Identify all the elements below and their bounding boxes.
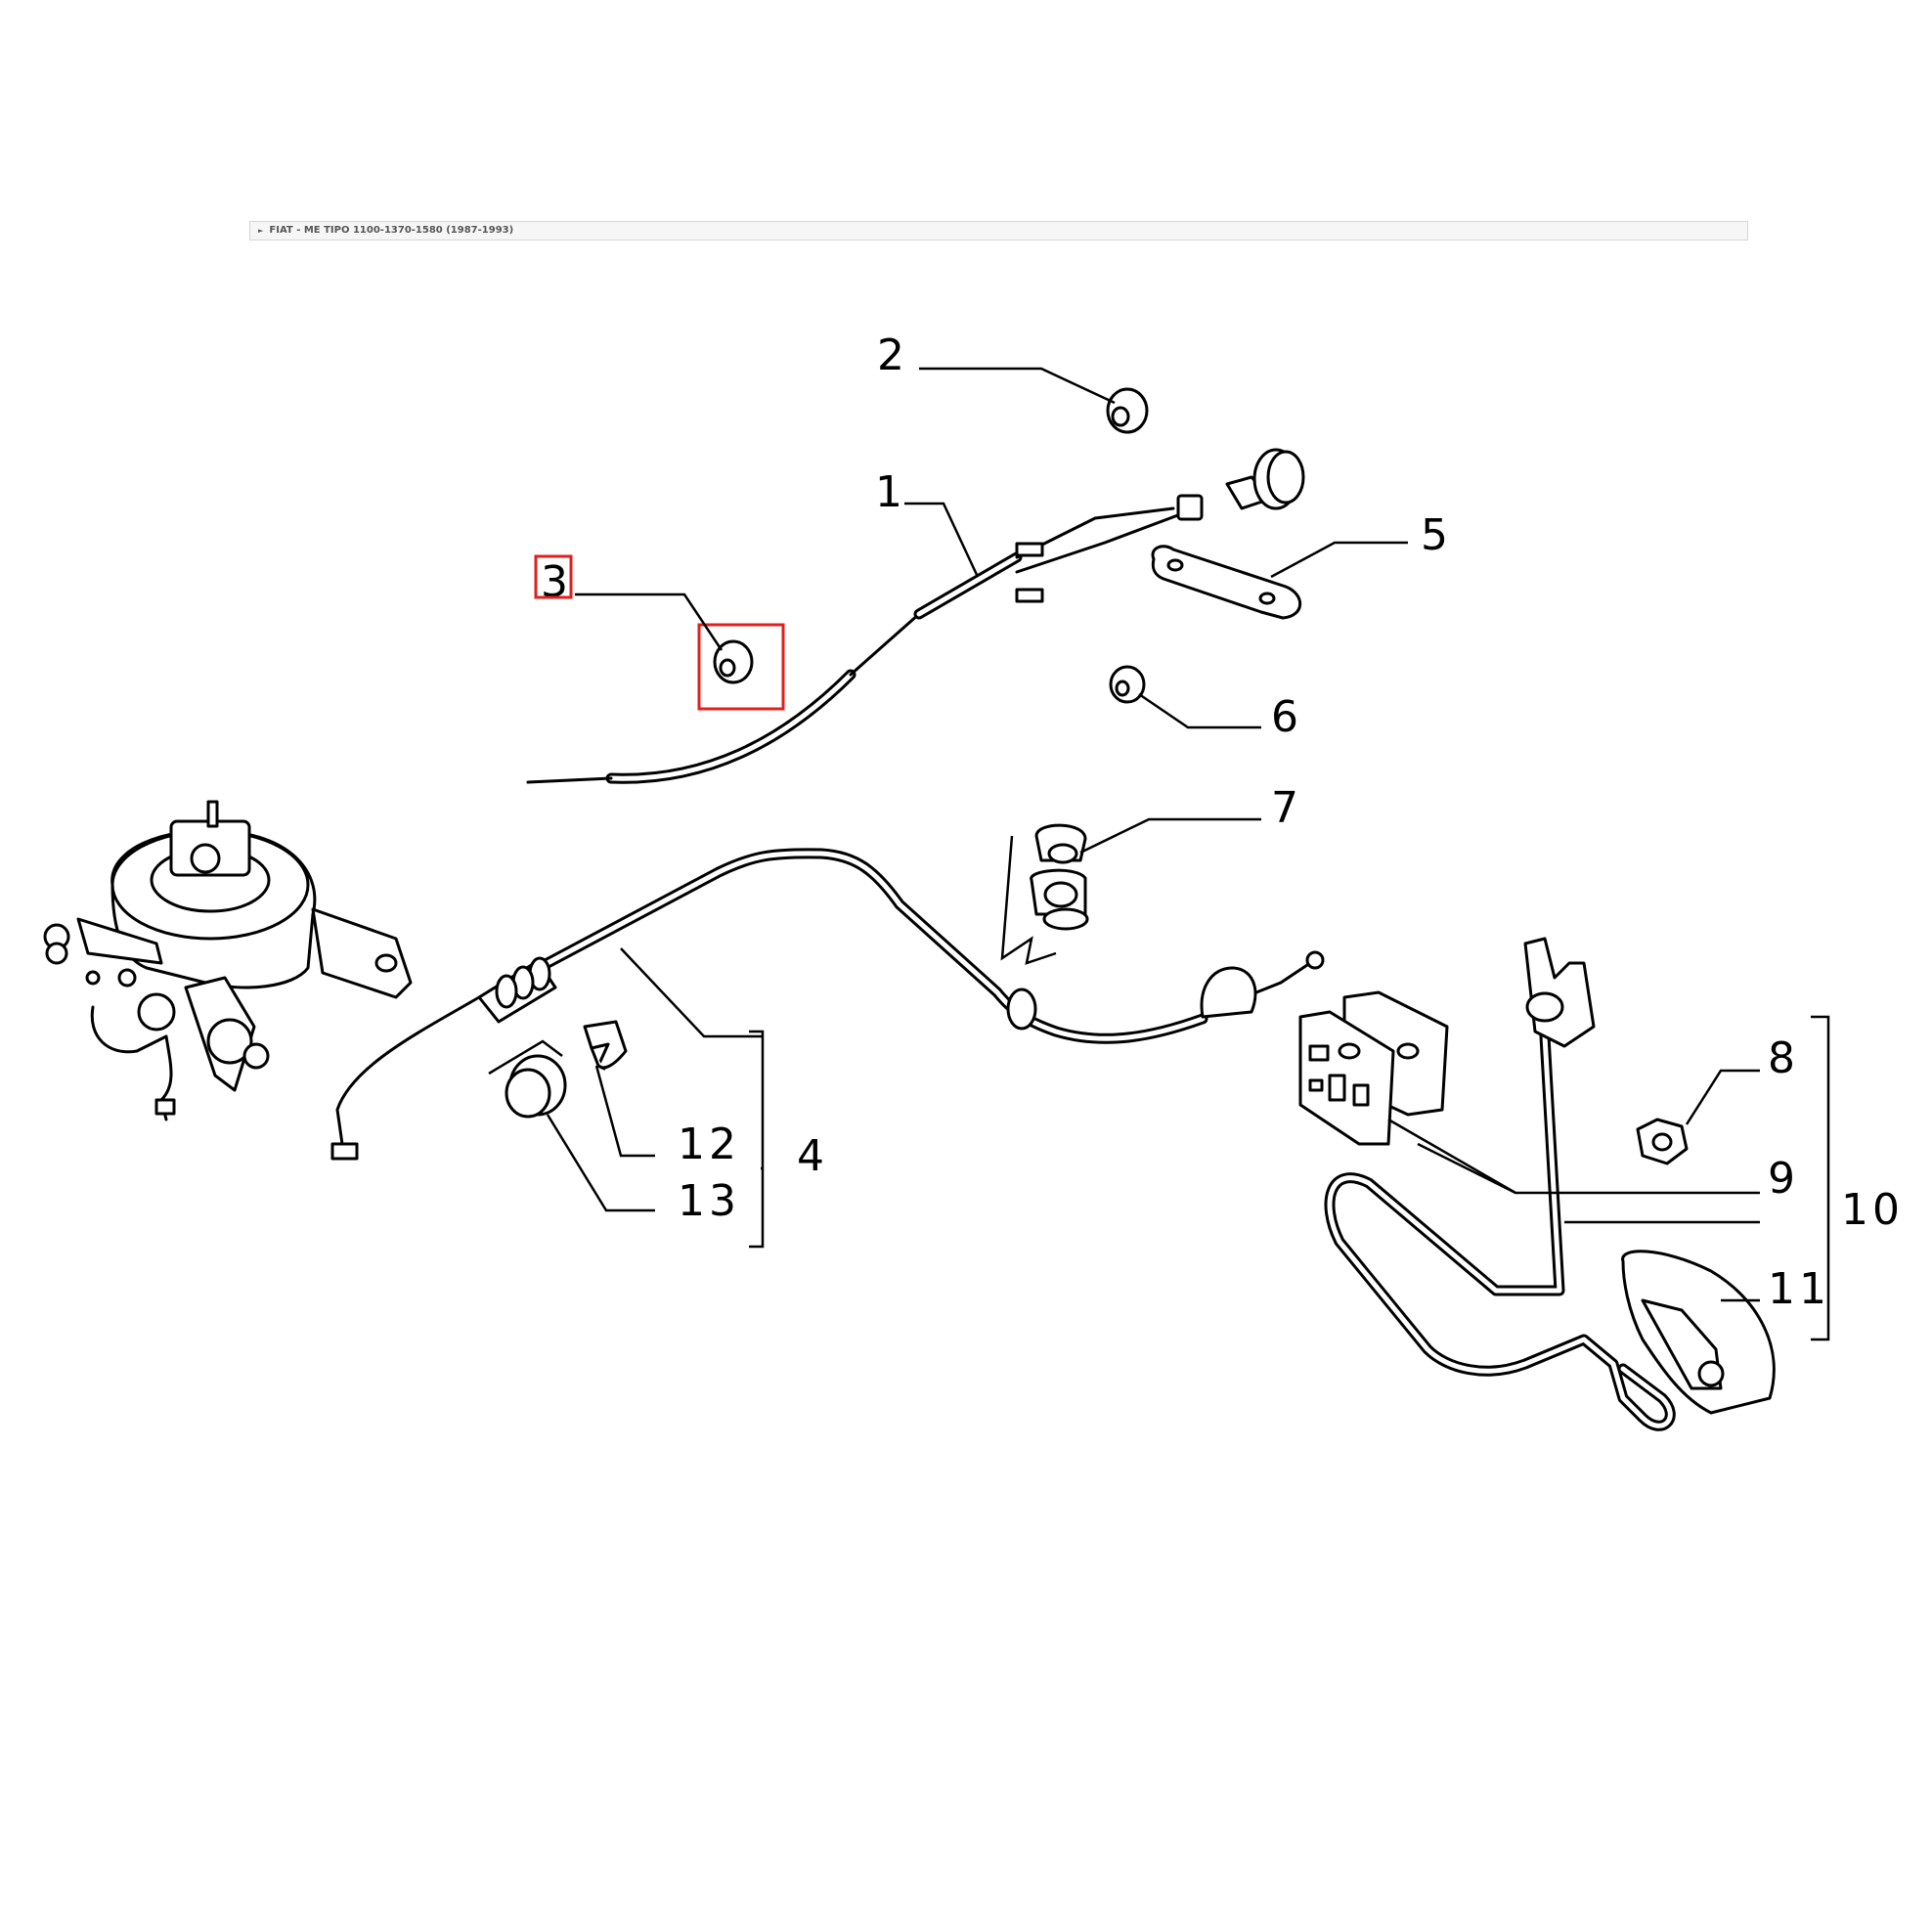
callout-11[interactable]: 11 bbox=[1768, 1264, 1830, 1314]
callout-1[interactable]: 1 bbox=[875, 467, 902, 517]
part-10-pedal-lever[interactable] bbox=[1324, 937, 1676, 1431]
part-13-grommet[interactable] bbox=[488, 1039, 567, 1119]
chevron-right-icon: ► bbox=[258, 227, 264, 235]
callout-2[interactable]: 2 bbox=[877, 330, 904, 380]
leader-lines bbox=[546, 367, 1830, 1341]
breadcrumb[interactable]: ► FIAT - ME TIPO 1100-1370-1580 (1987-19… bbox=[249, 221, 1748, 241]
part-1-choke-cable[interactable] bbox=[526, 448, 1305, 784]
callout-3[interactable]: 3 bbox=[541, 557, 568, 607]
part-2-grommet[interactable] bbox=[1106, 387, 1149, 434]
carburetor-illustration bbox=[43, 800, 413, 1121]
callout-12[interactable]: 12 bbox=[678, 1120, 740, 1169]
part-8-nut[interactable] bbox=[1636, 1118, 1689, 1165]
part-7-clip[interactable] bbox=[1000, 823, 1089, 965]
callout-13[interactable]: 13 bbox=[678, 1176, 740, 1226]
callout-6[interactable]: 6 bbox=[1271, 692, 1298, 742]
callout-7[interactable]: 7 bbox=[1271, 783, 1298, 833]
part-9-pedal-pads[interactable] bbox=[1298, 990, 1449, 1146]
part-5-bracket[interactable] bbox=[1151, 545, 1302, 620]
callout-10[interactable]: 10 bbox=[1841, 1185, 1904, 1235]
part-12-clip[interactable] bbox=[583, 1020, 628, 1071]
breadcrumb-label: FIAT - ME TIPO 1100-1370-1580 (1987-1993… bbox=[269, 225, 514, 236]
part-4-accelerator-cable[interactable] bbox=[330, 848, 1325, 1161]
part-11-pedal-pad[interactable] bbox=[1621, 1250, 1776, 1415]
part-6-grommet[interactable] bbox=[1109, 665, 1146, 704]
part-3-grommet[interactable] bbox=[697, 623, 785, 711]
callout-5[interactable]: 5 bbox=[1421, 510, 1448, 560]
part-3-highlight-box bbox=[697, 623, 785, 711]
callout-9[interactable]: 9 bbox=[1768, 1154, 1795, 1204]
callout-8[interactable]: 8 bbox=[1768, 1033, 1795, 1083]
callout-3-highlight bbox=[534, 554, 573, 599]
callout-4[interactable]: 4 bbox=[797, 1131, 824, 1181]
